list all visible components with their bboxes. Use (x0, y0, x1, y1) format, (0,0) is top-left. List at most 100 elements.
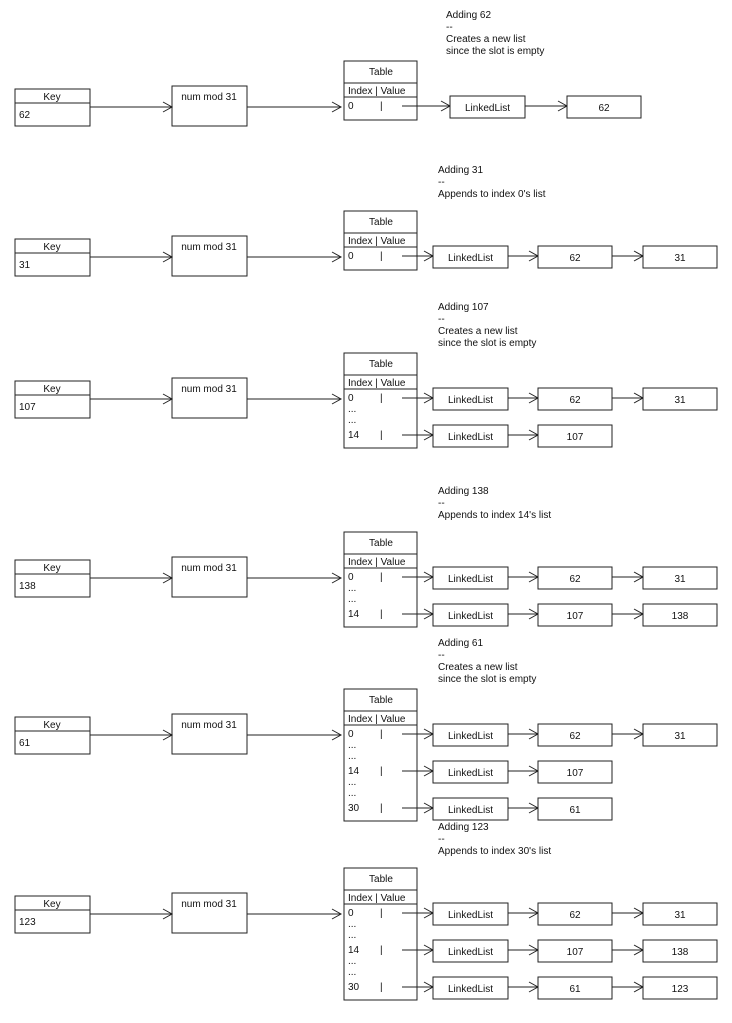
row-ellipsis: ... (348, 594, 356, 605)
arrow-head (331, 393, 343, 405)
arrow-node-link (612, 392, 645, 404)
row-index: 0 (348, 393, 354, 404)
linked-list-box (432, 760, 509, 784)
key-label: Key (43, 92, 60, 103)
hash-function-box (171, 892, 248, 934)
linked-list-box (432, 976, 509, 1000)
arrow-hash-to-table (247, 251, 343, 263)
row-index: 14 (348, 609, 360, 620)
arrow-node-link (508, 944, 540, 956)
list-node (537, 902, 613, 926)
list-node-value: 62 (598, 103, 610, 114)
arrow-head (162, 393, 174, 405)
table-box (343, 352, 418, 449)
list-node (537, 387, 613, 411)
arrow-hash-to-table (247, 572, 343, 584)
arrow-node-link (508, 765, 540, 777)
list-node-value: 107 (567, 947, 584, 958)
linked-list-label: LinkedList (448, 395, 493, 406)
linked-list-box (449, 95, 526, 119)
list-node (642, 723, 718, 747)
note-line: since the slot is empty (438, 674, 536, 685)
list-node-value: 107 (567, 611, 584, 622)
list-node-value: 62 (569, 395, 581, 406)
row-separator: | (380, 251, 383, 262)
list-node-value: 138 (672, 611, 689, 622)
row-separator: | (380, 908, 383, 919)
arrow-node-link (612, 608, 645, 620)
arrow-head (331, 251, 343, 263)
list-node-value: 31 (674, 253, 686, 264)
arrow-node-link (508, 728, 540, 740)
list-node (537, 603, 613, 627)
arrow-key-to-hash (90, 101, 174, 113)
key-label: Key (43, 384, 60, 395)
key-value: 123 (19, 917, 36, 928)
linked-list-label: LinkedList (465, 103, 510, 114)
table-header: Index | Value (348, 893, 406, 904)
note-line: -- (438, 650, 445, 661)
row-separator: | (380, 572, 383, 583)
table-box (343, 531, 418, 628)
hash-function-box (171, 235, 248, 277)
hash-function-label: num mod 31 (181, 720, 237, 731)
table-title: Table (369, 67, 393, 78)
table-header: Index | Value (348, 236, 406, 247)
row-ellipsis: ... (348, 956, 356, 967)
linked-list-box (432, 387, 509, 411)
arrow-node-link (508, 802, 540, 814)
arrow-node-link (612, 944, 645, 956)
list-node-value: 61 (569, 805, 581, 816)
arrow-hash-to-table (247, 908, 343, 920)
list-node (642, 603, 718, 627)
table-title: Table (369, 217, 393, 228)
row-index: 0 (348, 908, 354, 919)
linked-list-box (432, 723, 509, 747)
hash-function-label: num mod 31 (181, 384, 237, 395)
note-line: Appends to index 14's list (438, 510, 551, 521)
list-node-value: 31 (674, 574, 686, 585)
list-node-value: 62 (569, 253, 581, 264)
arrow-head (331, 101, 343, 113)
hash-function-box (171, 85, 248, 127)
key-value: 61 (19, 738, 31, 749)
list-node (537, 245, 613, 269)
note-title: Adding 62 (446, 10, 491, 21)
note-line: -- (438, 498, 445, 509)
row-ellipsis: ... (348, 740, 356, 751)
row-index: 0 (348, 572, 354, 583)
row-ellipsis: ... (348, 788, 356, 799)
arrow-head (162, 572, 174, 584)
note-line: Appends to index 0's list (438, 189, 546, 200)
key-box (14, 895, 91, 934)
arrow-key-to-hash (90, 393, 174, 405)
linked-list-box (432, 902, 509, 926)
table-header: Index | Value (348, 557, 406, 568)
linked-list-box (432, 245, 509, 269)
list-node-value: 31 (674, 395, 686, 406)
row-separator: | (380, 609, 383, 620)
arrow-node-link (508, 907, 540, 919)
list-node (642, 939, 718, 963)
arrow-node-link (508, 608, 540, 620)
table-header: Index | Value (348, 86, 406, 97)
list-node-value: 138 (672, 947, 689, 958)
row-ellipsis: ... (348, 404, 356, 415)
note-line: -- (446, 22, 453, 33)
arrow-node-link (508, 392, 540, 404)
row-index: 30 (348, 803, 360, 814)
linked-list-box (432, 424, 509, 448)
arrow-key-to-hash (90, 251, 174, 263)
arrow-node-link (612, 728, 645, 740)
list-node (642, 245, 718, 269)
key-label: Key (43, 899, 60, 910)
list-node-value: 107 (567, 768, 584, 779)
key-label: Key (43, 720, 60, 731)
